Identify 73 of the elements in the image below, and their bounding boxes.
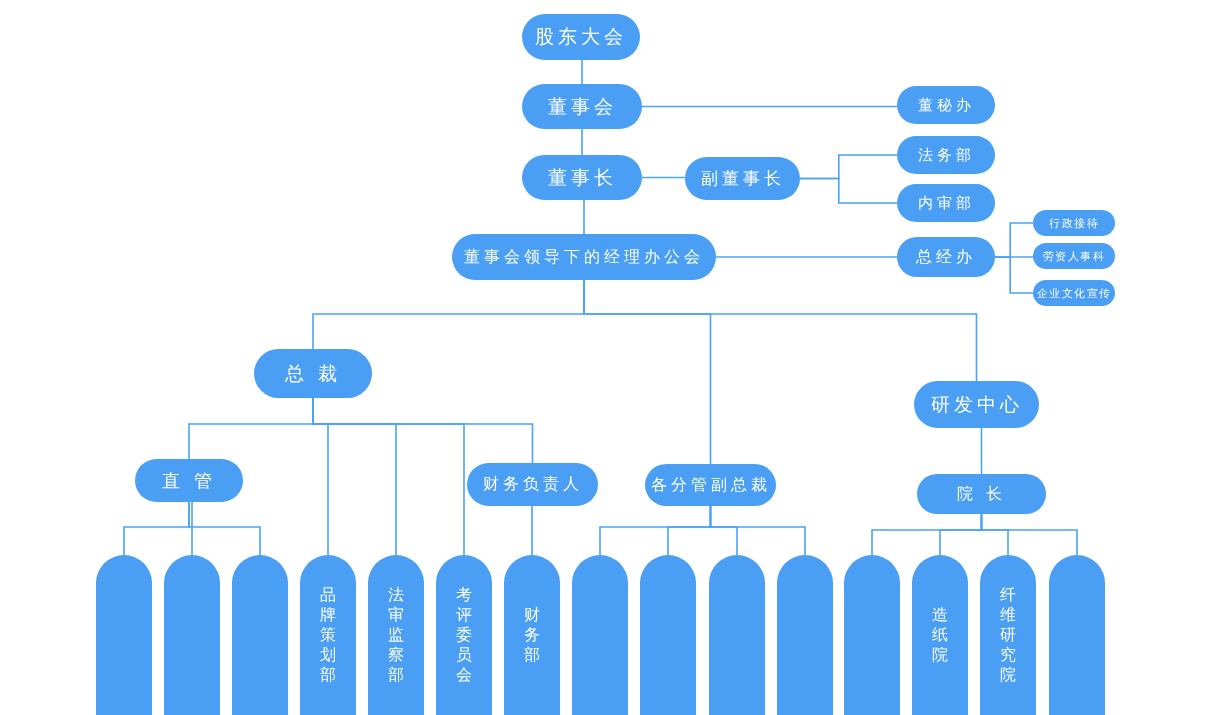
org-unit-bar (504, 555, 560, 715)
unit-label: 财务负责人 (482, 474, 583, 495)
org-unit-bar (368, 555, 424, 715)
unit-label: 直 管 (162, 468, 216, 493)
connector-line (641, 105, 898, 108)
connector-line (583, 279, 978, 382)
connector-line (994, 256, 1034, 294)
unit-label: 董秘办 (917, 95, 975, 115)
unit-label: 考评委员会 (456, 585, 472, 685)
unit-label: 行政接待 (1049, 215, 1099, 231)
unit-label: 劳资人事科 (1042, 248, 1106, 264)
org-unit-box (1033, 280, 1115, 306)
unit-label: 院 长 (956, 483, 1007, 505)
org-unit-bar (709, 555, 765, 715)
org-unit-box (452, 234, 716, 280)
unit-label: 董事会领导下的经理办公会 (464, 246, 704, 268)
unit-label: 内审部 (917, 193, 975, 213)
org-unit-bar (96, 555, 152, 715)
org-unit-box (914, 381, 1039, 428)
org-unit-bar (232, 555, 288, 715)
connector-line (581, 128, 583, 156)
org-unit-box (897, 237, 995, 277)
unit-label: 董事长 (547, 164, 617, 190)
org-unit-box (522, 155, 642, 200)
org-unit-box (1033, 243, 1115, 269)
org-unit-box (897, 86, 995, 124)
org-unit-bar (777, 555, 833, 715)
org-unit-box (897, 184, 995, 222)
connector-line (709, 505, 806, 556)
unit-label: 企业文化宣传 (1036, 285, 1112, 301)
unit-label: 研发中心 (930, 391, 1023, 417)
unit-label: 总 裁 (284, 360, 341, 386)
connector-line (191, 501, 193, 556)
unit-label: 股东大会 (535, 24, 627, 49)
org-unit-box (135, 459, 243, 502)
connector-line (531, 505, 533, 556)
unit-label: 总经办 (916, 246, 976, 268)
unit-label: 副董事长 (700, 167, 785, 190)
org-unit-box (685, 157, 800, 200)
connector-line (799, 177, 898, 204)
org-unit-box (254, 349, 372, 398)
org-unit-box (522, 14, 640, 60)
unit-label: 法务部 (917, 145, 975, 165)
org-unit-bar (164, 555, 220, 715)
unit-label: 造纸院 (932, 605, 948, 665)
org-unit-box (522, 84, 642, 129)
org-unit-bar (572, 555, 628, 715)
org-unit-box (917, 474, 1046, 514)
connector-line (312, 397, 534, 464)
org-unit-box (467, 463, 598, 506)
connector-line (583, 199, 585, 235)
org-unit-bar (640, 555, 696, 715)
unit-label: 财务部 (524, 605, 540, 665)
org-unit-bar (912, 555, 968, 715)
org-unit-bar (844, 555, 900, 715)
org-unit-bar (980, 555, 1036, 715)
connector-line (980, 513, 1078, 556)
org-unit-box (897, 136, 995, 174)
unit-label: 品牌策划部 (320, 585, 336, 685)
org-unit-bar (1049, 555, 1105, 715)
connector-line (715, 256, 898, 258)
connector-line (980, 427, 983, 475)
unit-label: 董事会 (547, 93, 617, 119)
unit-label: 各分管副总裁 (650, 474, 771, 496)
org-unit-box (1033, 210, 1115, 236)
unit-label: 纤维研究院 (1000, 585, 1016, 685)
connector-line (641, 176, 686, 179)
connector-line (188, 501, 261, 556)
org-unit-bar (300, 555, 356, 715)
unit-label: 法审监察部 (388, 585, 404, 685)
org-unit-bar (436, 555, 492, 715)
connector-line (581, 59, 583, 85)
org-unit-box (645, 464, 776, 506)
